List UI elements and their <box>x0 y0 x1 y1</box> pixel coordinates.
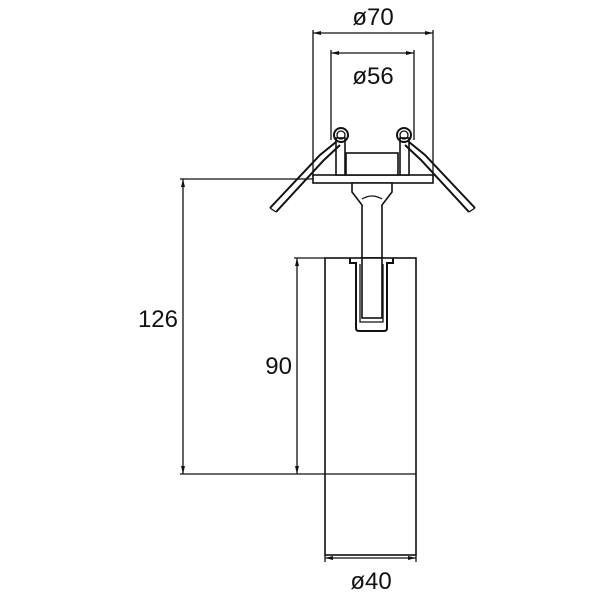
dimension-total-height: 126 <box>138 178 313 474</box>
label-cutout-diameter: ø56 <box>352 63 393 90</box>
label-outer-diameter: ø70 <box>352 4 393 31</box>
dimension-cutout-diameter: ø56 <box>331 51 414 90</box>
housing-frame <box>312 30 434 178</box>
trim-plate <box>312 152 434 184</box>
dimension-cylinder-height: 90 <box>265 257 325 474</box>
cylinder-body <box>324 257 417 556</box>
label-cylinder-height: 90 <box>265 353 292 380</box>
label-total-height: 126 <box>138 306 178 333</box>
label-cylinder-diameter: ø40 <box>350 568 391 595</box>
swivel-stem <box>351 182 393 259</box>
spring-clip-left <box>269 127 349 213</box>
spring-clip-right <box>396 127 476 213</box>
dimension-outer-diameter: ø70 <box>313 4 433 35</box>
dimension-cylinder-diameter: ø40 <box>324 555 417 595</box>
